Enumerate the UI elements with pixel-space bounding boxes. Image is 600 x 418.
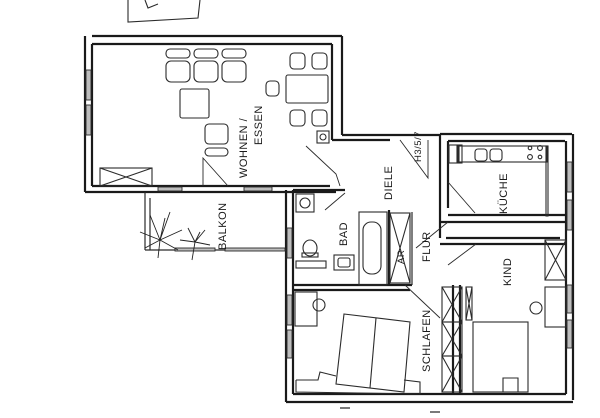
interior-walls	[293, 134, 566, 394]
kind-furniture	[441, 239, 567, 393]
room-labels: WOHNEN / ESSEN DIELE H3/5/7 KÜCHE BAD AR…	[217, 105, 514, 372]
schlafen-furniture	[294, 291, 421, 395]
plant-icon	[179, 227, 211, 261]
stair-stub	[340, 407, 440, 413]
label-flur: FLUR	[421, 231, 433, 262]
outer-walls	[83, 34, 575, 404]
label-wohnen: WOHNEN /	[238, 117, 250, 178]
label-schlafen: SCHLAFEN	[421, 309, 433, 372]
label-balkon: BALKON	[217, 202, 229, 250]
label-diele: DIELE	[383, 166, 395, 200]
label-essen: ESSEN	[253, 105, 265, 145]
kueche-furniture	[447, 144, 549, 217]
windows	[85, 69, 573, 359]
diele-doors	[399, 139, 477, 319]
label-kueche: KÜCHE	[498, 173, 510, 214]
label-kind: KIND	[502, 258, 514, 286]
plant-icon	[139, 211, 183, 259]
label-unit-code: H3/5/7	[413, 131, 424, 162]
bad-furniture	[295, 192, 413, 286]
balkon-area	[139, 192, 286, 261]
label-ar: AR	[396, 250, 407, 264]
label-bad: BAD	[338, 222, 350, 246]
wohnen-furniture	[99, 48, 330, 187]
wohnen-doors	[202, 145, 341, 187]
top-sketch	[127, 0, 201, 23]
